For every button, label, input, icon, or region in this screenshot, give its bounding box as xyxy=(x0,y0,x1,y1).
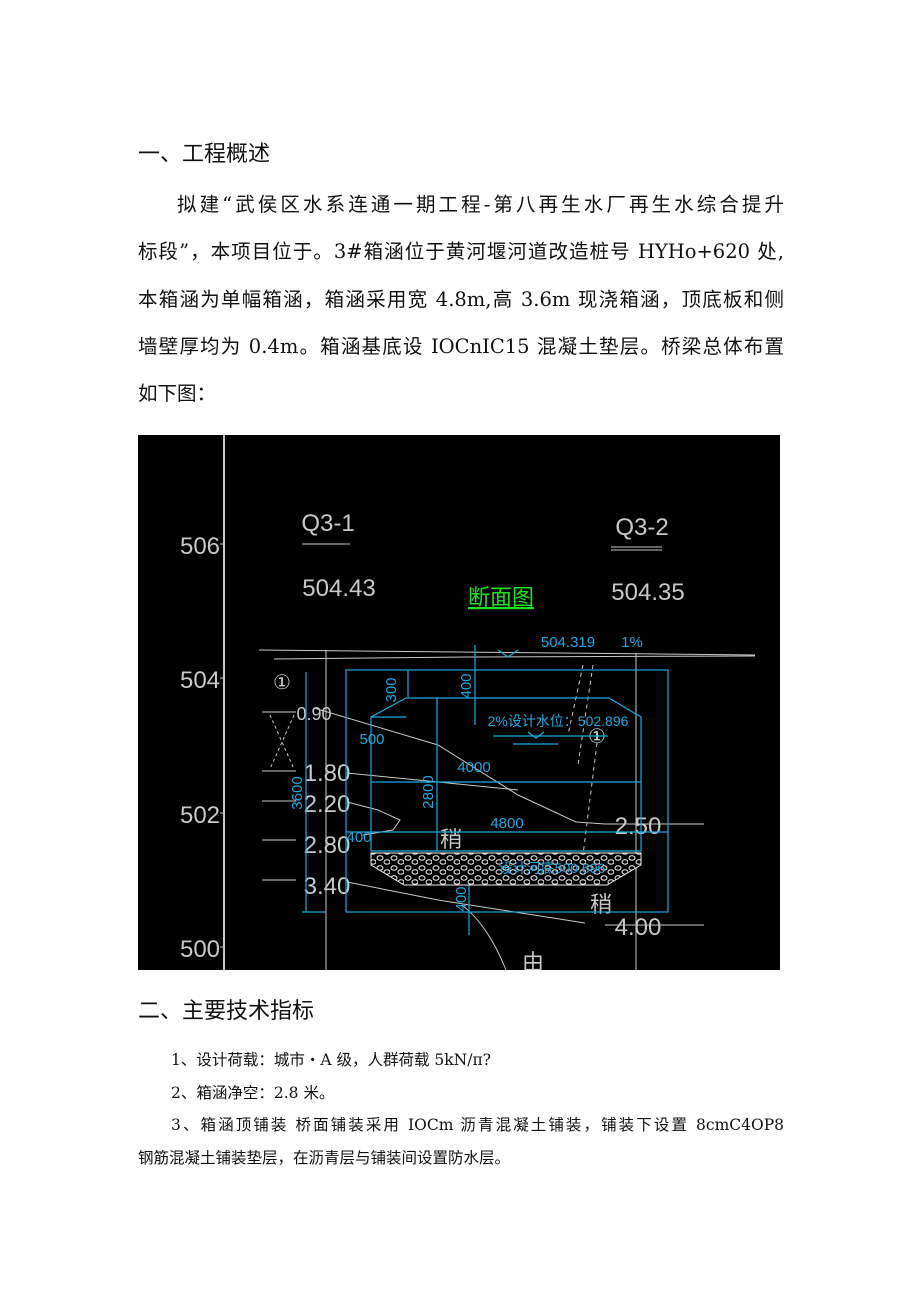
section-heading-overview: 一、工程概述 xyxy=(138,142,271,167)
elev-tick-label: 500 xyxy=(180,936,220,963)
borehole-id: Q3-2 xyxy=(615,514,668,541)
soil-char: 稍 xyxy=(440,827,462,852)
cad-section-drawing: 506 504 502 500 Q3-1 504.43 Q3-2 504.35 … xyxy=(138,435,780,975)
depth-label: 2.80 xyxy=(304,832,351,859)
depth-label: 2.20 xyxy=(304,791,351,818)
dim-label: 4000 xyxy=(457,759,490,776)
borehole-elev: 504.35 xyxy=(611,579,684,606)
dim-label: 500 xyxy=(359,731,384,748)
soil-char: 稍 xyxy=(590,892,612,917)
elev-tick-label: 504 xyxy=(180,667,220,694)
borehole-elev: 504.43 xyxy=(302,575,375,602)
paragraph-line: 本箱涵为单幅箱涵，箱涵采用宽 4.8m,高 3.6m 现浇箱涵，顶底板和侧 xyxy=(138,287,784,311)
paragraph-line: 标段”，本项目位于。3#箱涵位于黄河堰河道改造桩号 HYHo+620 处, xyxy=(138,240,784,264)
spec-item: 3、箱涵顶铺装 桥面铺装采用 IOCm 沥青混凝土铺装，铺装下设置 8cmC4O… xyxy=(171,1116,784,1135)
dim-label: 400 xyxy=(346,829,371,846)
layer-mark: ① xyxy=(273,672,291,694)
ground-line xyxy=(258,649,756,656)
depth-label: 0.90 xyxy=(296,704,331,724)
depth-label: 1.80 xyxy=(304,760,351,787)
gravel-cushion xyxy=(370,852,642,886)
spec-item: 2、箱涵净空：2.8 米。 xyxy=(171,1083,335,1102)
river-bed: 设计河底500.696 xyxy=(499,860,606,876)
soil-char: 由 xyxy=(522,950,544,970)
paragraph-line: 拟建“武侯区水系连通一期工程-第八再生水厂再生水综合提升 xyxy=(177,193,784,216)
box-culvert-outline xyxy=(345,669,669,913)
dim-label: 400 xyxy=(453,886,470,911)
depth-label: 3.40 xyxy=(304,873,351,900)
slope-label: 1% xyxy=(621,634,643,651)
overview-paragraph: 拟建“武侯区水系连通一期工程-第八再生水厂再生水综合提升 标段”，本项目位于。3… xyxy=(138,187,784,423)
figure-title: 断面图 xyxy=(468,585,534,610)
spec-item: 1、设计荷载：城市・A 级，人群荷载 5kN/π? xyxy=(171,1051,491,1069)
dim-label: 2800 xyxy=(420,775,437,808)
dim-label: 400 xyxy=(458,673,475,698)
spec-item: 钢筋混凝土铺装垫层，在沥青层与铺装间设置防水层。 xyxy=(138,1149,511,1168)
elev-tick-label: 502 xyxy=(180,802,220,829)
layer-mark: ① xyxy=(588,726,606,748)
dim-label: 3600 xyxy=(289,776,306,809)
elev-tick-label: 506 xyxy=(180,533,220,560)
paragraph-line: 如下图： xyxy=(138,382,217,406)
borehole-id: Q3-1 xyxy=(301,510,354,537)
specs-list: 1、设计荷载：城市・A 级，人群荷载 5kN/π? 2、箱涵净空：2.8 米。 … xyxy=(138,1047,784,1178)
depth-label: 2.50 xyxy=(615,813,662,840)
paragraph-line: 墙壁厚均为 0.4m。箱涵基底设 IOCnIC15 混凝土垫层。桥梁总体布置 xyxy=(138,334,784,358)
water-level: 2%设计水位：502.896 xyxy=(488,713,629,729)
dim-label: 4800 xyxy=(490,815,523,832)
dim-label: 300 xyxy=(383,677,400,702)
section-heading-specs: 二、主要技术指标 xyxy=(138,999,315,1024)
road-elev: 504.319 xyxy=(541,634,595,651)
depth-label: 4.00 xyxy=(615,914,662,941)
